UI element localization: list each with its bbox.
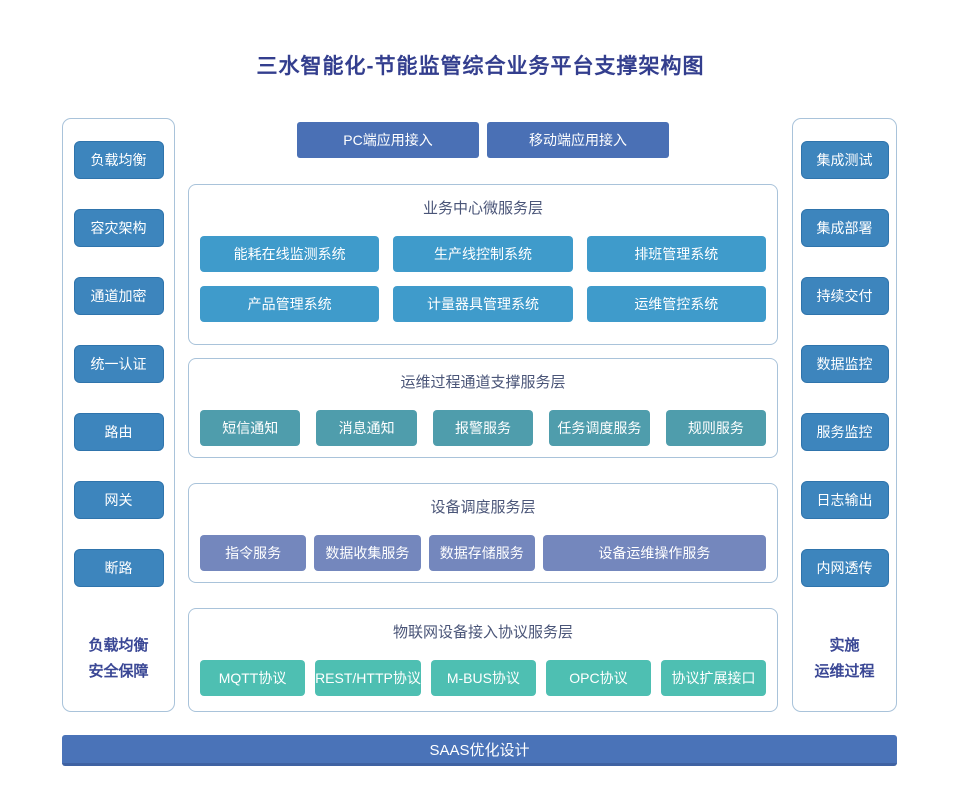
right-panel-label-line2: 运维过程 [814,663,875,680]
left-panel-label-line2: 安全保障 [88,663,149,680]
right-panel-item-integration-test: 集成测试 [800,141,889,179]
protocol-node-extension: 协议扩展接口 [660,660,767,696]
left-panel-item-routing: 路由 [73,413,164,451]
mobile-access-node: 移动端应用接入 [487,122,669,158]
layer-title: 业务中心微服务层 [422,200,543,217]
layer-title: 设备调度服务层 [430,499,536,516]
layer-row: 能耗在线监测系统 生产线控制系统 排班管理系统 [200,236,766,272]
left-panel-label-line1: 负载均衡 [88,637,149,654]
left-panel-item-load-balance: 负载均衡 [73,141,164,179]
left-panel: 负载均衡 容灾架构 通道加密 统一认证 路由 网关 断路 负载均衡 安全保障 [62,118,175,712]
layer-row: 产品管理系统 计量器具管理系统 运维管控系统 [200,286,766,322]
service-node-product-management: 产品管理系统 [200,286,380,322]
protocol-node-rest-http: REST/HTTP协议 [315,660,421,696]
layer-title: 运维过程通道支撑服务层 [400,374,566,391]
right-panel-item-log-output: 日志输出 [800,481,889,519]
service-node-sms-notify: 短信通知 [200,410,301,446]
right-panel-item-service-monitoring: 服务监控 [800,413,889,451]
service-node-ops-control: 运维管控系统 [586,286,766,322]
service-node-data-storage: 数据存储服务 [428,535,535,571]
service-node-message-notify: 消息通知 [316,410,417,446]
access-row: PC端应用接入 移动端应用接入 [188,122,778,158]
layer-row: MQTT协议 REST/HTTP协议 M-BUS协议 OPC协议 协议扩展接口 [200,660,767,696]
layer-row: 指令服务 数据收集服务 数据存储服务 设备运维操作服务 [200,535,767,571]
service-node-data-collection: 数据收集服务 [314,535,421,571]
right-panel-item-integration-deploy: 集成部署 [800,209,889,247]
pc-access-node: PC端应用接入 [297,122,479,158]
service-node-energy-monitoring: 能耗在线监测系统 [200,236,380,272]
layer-row: 短信通知 消息通知 报警服务 任务调度服务 规则服务 [200,410,767,446]
service-node-production-line-control: 生产线控制系统 [393,236,573,272]
diagram-title: 三水智能化-节能监管综合业务平台支撑架构图 [256,55,705,78]
layer-title: 物联网设备接入协议服务层 [392,624,573,641]
service-node-rule-service: 规则服务 [665,410,767,446]
service-node-shift-management: 排班管理系统 [586,236,766,272]
layer-device-scheduling: 设备调度服务层 指令服务 数据收集服务 数据存储服务 设备运维操作服务 [188,483,778,583]
left-panel-label: 负载均衡 安全保障 [88,633,148,685]
protocol-node-mbus: M-BUS协议 [430,660,536,696]
protocol-node-opc: OPC协议 [545,660,651,696]
right-panel-item-continuous-delivery: 持续交付 [800,277,889,315]
right-panel-label: 实施 运维过程 [814,633,874,685]
left-panel-item-unified-auth: 统一认证 [73,345,164,383]
protocol-node-mqtt: MQTT协议 [200,660,306,696]
layer-ops-channel-support: 运维过程通道支撑服务层 短信通知 消息通知 报警服务 任务调度服务 规则服务 [188,358,778,458]
left-panel-item-channel-encryption: 通道加密 [73,277,164,315]
layer-business-microservices: 业务中心微服务层 能耗在线监测系统 生产线控制系统 排班管理系统 产品管理系统 … [188,184,778,345]
service-node-metering-management: 计量器具管理系统 [393,286,573,322]
layer-iot-protocols: 物联网设备接入协议服务层 MQTT协议 REST/HTTP协议 M-BUS协议 … [188,608,778,712]
right-panel-item-intranet-passthrough: 内网透传 [800,549,889,587]
right-panel: 集成测试 集成部署 持续交付 数据监控 服务监控 日志输出 内网透传 实施 运维… [792,118,897,712]
left-panel-item-disaster-recovery: 容灾架构 [73,209,164,247]
service-node-task-scheduling: 任务调度服务 [549,410,650,446]
right-panel-label-line1: 实施 [829,637,860,654]
left-panel-item-circuit-break: 断路 [73,549,164,587]
service-node-command-service: 指令服务 [200,535,307,571]
service-node-device-ops: 设备运维操作服务 [542,535,767,571]
saas-bottom-bar: SAAS优化设计 [62,735,897,766]
service-node-alarm-service: 报警服务 [432,410,534,446]
right-panel-item-data-monitoring: 数据监控 [800,345,889,383]
left-panel-item-gateway: 网关 [73,481,164,519]
